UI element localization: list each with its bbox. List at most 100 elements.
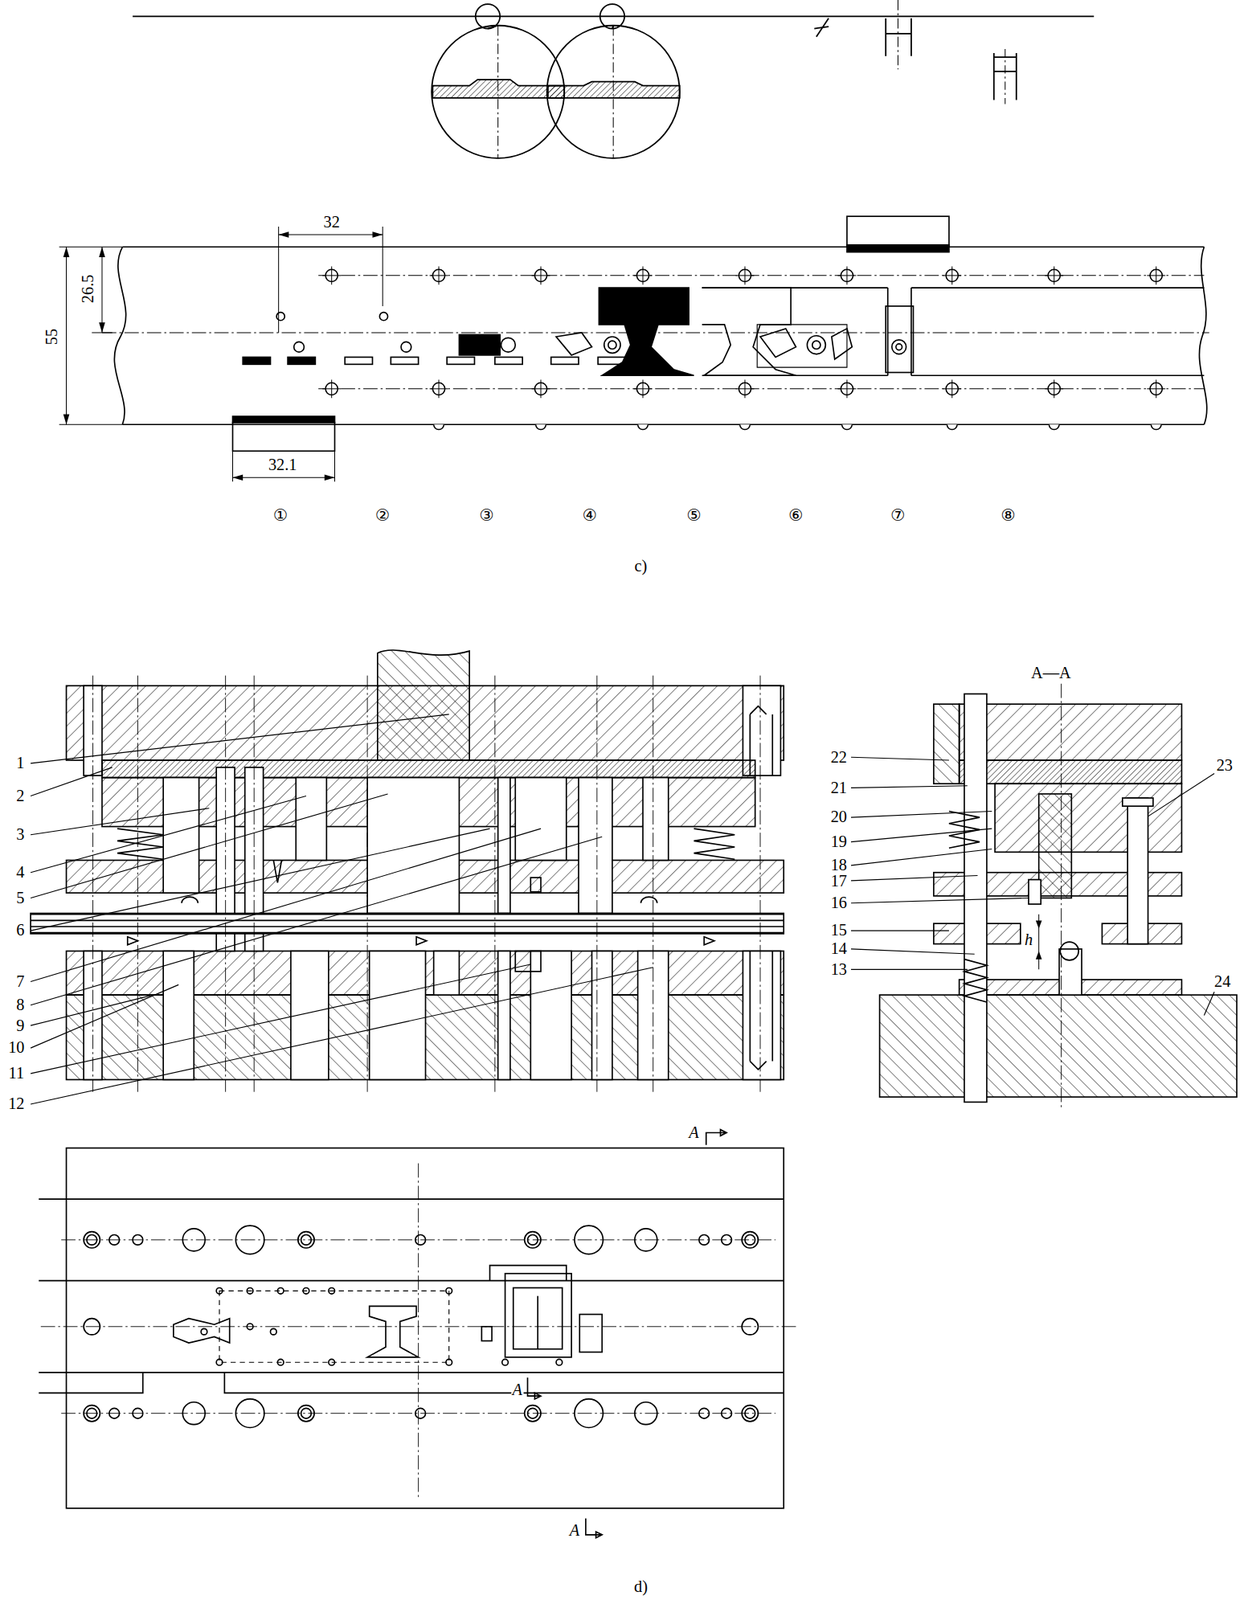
pilot-mark	[540, 265, 542, 285]
pilot-mark	[1155, 379, 1157, 398]
pilot-mark	[951, 379, 953, 398]
pilot-mark	[415, 1407, 426, 1419]
pilot-mark	[846, 265, 848, 285]
pilot-mark	[721, 1407, 733, 1419]
station-number: ⑥	[787, 507, 805, 524]
pilot-mark	[109, 1407, 120, 1419]
pilot-mark	[1048, 424, 1060, 430]
pilot-mark	[1053, 265, 1055, 285]
pilot-mark	[527, 1234, 539, 1245]
pilot-mark	[502, 1358, 509, 1366]
callout-number: 23	[1215, 756, 1234, 774]
pilot-mark	[699, 1234, 710, 1245]
callout-number: 22	[829, 748, 848, 766]
pilot-mark	[740, 424, 751, 430]
pilot-mark	[246, 1288, 254, 1295]
pilot-mark	[574, 1225, 604, 1255]
station-number: ③	[478, 507, 496, 524]
pilot-mark	[301, 1234, 312, 1245]
pilot-mark	[741, 1231, 758, 1248]
section-mark: A	[687, 1124, 700, 1141]
callout-number: 6	[15, 922, 26, 939]
section-a-a	[879, 683, 1237, 1108]
pilot-mark	[744, 1407, 756, 1419]
callout-number: 19	[829, 833, 848, 850]
section-label: A—A	[1030, 665, 1073, 682]
callout-number: 12	[7, 1096, 26, 1113]
pilot-mark	[235, 1399, 265, 1429]
callout-number: 3	[15, 826, 26, 843]
callout-number: 10	[7, 1039, 26, 1056]
callout-number: 15	[829, 922, 848, 939]
section-mark: A	[568, 1522, 581, 1539]
callout-number: 14	[829, 941, 848, 958]
station-number: ②	[374, 507, 392, 524]
callout-number: 2	[15, 787, 26, 804]
pilot-mark	[109, 1234, 120, 1245]
pilot-mark	[744, 265, 745, 285]
pilot-mark	[951, 265, 953, 285]
pilot-mark	[741, 1318, 758, 1335]
pilot-mark	[642, 265, 643, 285]
pilot-mark	[634, 1402, 658, 1425]
station-number: ④	[581, 507, 599, 524]
pilot-mark	[721, 1234, 733, 1245]
pilot-mark	[446, 1288, 453, 1295]
pilot-mark	[415, 1234, 426, 1245]
pilot-mark	[574, 1399, 604, 1429]
section-mark: A	[511, 1381, 524, 1398]
pilot-mark	[540, 379, 542, 398]
pilot-mark	[1155, 265, 1157, 285]
dimension: 32.1	[267, 457, 299, 474]
pilot-mark	[83, 1405, 100, 1422]
callout-number: 18	[829, 857, 848, 874]
dimension: 26.5	[79, 273, 96, 304]
pilot-mark	[216, 1288, 223, 1295]
pilot-mark	[298, 1231, 315, 1248]
pilot-mark	[1053, 379, 1055, 398]
pilot-mark	[331, 379, 332, 398]
station-number: ⑧	[999, 507, 1017, 524]
dimension: 32	[322, 214, 341, 231]
callout-number: 4	[15, 864, 26, 881]
station-number: ①	[272, 507, 290, 524]
callout-number: 5	[15, 889, 26, 906]
strip-side-view	[132, 0, 1094, 159]
pilot-mark	[277, 1358, 284, 1366]
pilot-mark	[246, 1323, 254, 1330]
pilot-mark	[741, 1405, 758, 1422]
pilot-mark	[642, 379, 643, 398]
pilot-mark	[846, 379, 848, 398]
pilot-mark	[527, 1407, 539, 1419]
dimension: 55	[44, 327, 61, 347]
pilot-mark	[556, 1358, 563, 1366]
pilot-mark	[438, 265, 440, 285]
leader-lines	[30, 714, 1215, 1105]
die-section	[30, 650, 784, 1093]
pilot-mark	[638, 424, 649, 430]
dimension-symbol: h	[1023, 931, 1035, 948]
strip-layout	[59, 216, 1210, 482]
pilot-mark	[235, 1225, 265, 1255]
pilot-mark	[301, 1407, 312, 1419]
callout-number: 13	[829, 961, 848, 978]
pilot-mark	[83, 1231, 100, 1248]
pilot-mark	[1150, 424, 1162, 430]
pilot-mark	[328, 1288, 336, 1295]
pilot-mark	[842, 424, 853, 430]
pilot-mark	[699, 1407, 710, 1419]
callout-number: 21	[829, 779, 848, 796]
pilot-mark	[200, 1328, 208, 1335]
pilot-mark	[744, 1234, 756, 1245]
pilot-mark	[298, 1405, 315, 1422]
pilot-mark	[86, 1407, 98, 1419]
pilot-mark	[302, 1288, 310, 1295]
callout-number: 17	[829, 873, 848, 890]
callout-number: 9	[15, 1017, 26, 1034]
pilot-mark	[86, 1234, 98, 1245]
callout-number: 24	[1213, 973, 1232, 990]
figure-caption: d)	[633, 1578, 649, 1595]
pilot-mark	[182, 1402, 205, 1425]
callout-number: 8	[15, 997, 26, 1014]
